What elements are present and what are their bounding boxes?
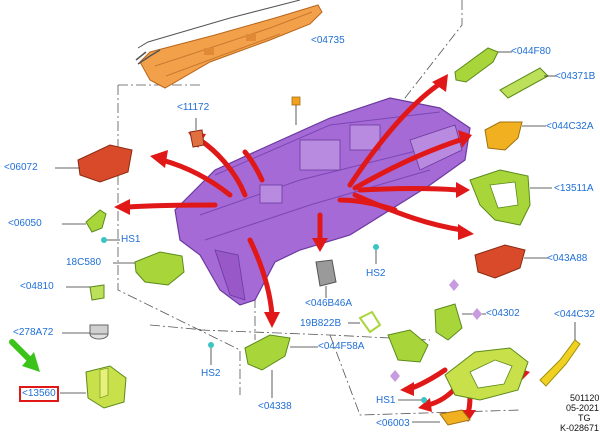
label-044F58A: <044F58A	[318, 341, 365, 352]
drawing-reference-stamp: 501120 05-2021 TG K-028671	[556, 393, 599, 433]
part-04810	[66, 284, 105, 301]
label-04735: <04735	[311, 35, 345, 46]
label-046B46A: <046B46A	[305, 298, 352, 309]
part-04302	[434, 303, 486, 341]
bracket-044C32A	[484, 121, 546, 151]
bracket-13511A	[469, 169, 552, 226]
stamp-line-1: 501120	[570, 393, 600, 403]
label-044C32A: <044C32A	[546, 121, 594, 132]
label-04338: <04338	[258, 401, 292, 412]
bracket-043A88	[474, 244, 548, 279]
part-278A72	[62, 324, 109, 340]
stamp-line-3: TG	[578, 413, 591, 423]
label-18C580: 18C580	[66, 257, 102, 268]
label-hs2-bottom: HS2	[201, 368, 221, 379]
stamp-line-4: K-028671	[560, 423, 600, 433]
part-18C580	[113, 251, 185, 286]
label-19B822B: 19B822B	[300, 318, 342, 329]
label-044C32: <044C32	[554, 309, 595, 320]
label-04810: <04810	[20, 281, 54, 292]
label-06050: <06050	[8, 218, 42, 229]
bracket-06072	[55, 144, 133, 183]
stamp-line-2: 05-2021	[566, 403, 600, 413]
bracket-06050	[62, 209, 120, 243]
hs1-bottom-clip	[398, 397, 427, 403]
label-13560-highlighted: <13560	[19, 386, 59, 402]
label-06072: <06072	[4, 162, 38, 173]
part-13560	[60, 365, 127, 409]
orange-upper-rail	[135, 0, 323, 89]
label-hs1-top: HS1	[121, 234, 141, 245]
flag-square-icon	[291, 96, 301, 106]
bezel-19B822B	[348, 310, 382, 334]
diamond-marker-icon	[390, 279, 482, 382]
bracket-044C32	[539, 322, 581, 387]
part-046B46A	[315, 259, 337, 298]
green-pointer-arrow-icon	[9, 339, 40, 372]
bracket-044F80	[454, 47, 512, 83]
label-06003: <06003	[376, 418, 410, 429]
vent-left	[387, 329, 429, 363]
clip-11172	[189, 118, 205, 148]
label-278A72: <278A72	[13, 327, 54, 338]
label-11172: <11172	[177, 102, 210, 113]
hs2-bottom-clip	[208, 342, 214, 365]
label-hs1-bottom: HS1	[376, 395, 396, 406]
hs2-clip	[373, 244, 379, 264]
purple-instrument-panel-frame	[174, 97, 471, 306]
bracket-044F58A	[244, 334, 318, 398]
label-13511A: <13511A	[554, 183, 594, 194]
label-044F80: <044F80	[511, 46, 551, 57]
center-bezel	[444, 347, 529, 401]
label-hs2-mid: HS2	[366, 268, 386, 279]
label-04302: <04302	[486, 308, 520, 319]
label-04371B: <04371B	[555, 71, 596, 82]
pad-04371B	[499, 67, 556, 99]
label-043A88: <043A88	[547, 253, 588, 264]
part-06003	[412, 409, 471, 426]
